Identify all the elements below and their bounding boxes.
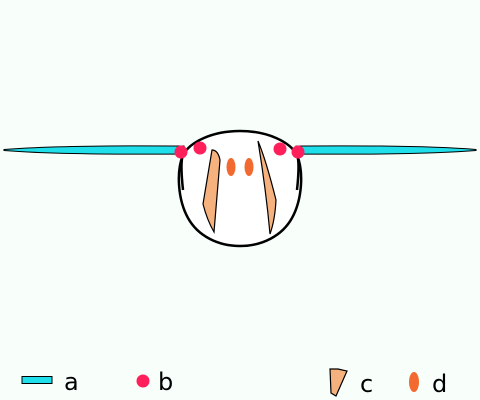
basal-body-dot-icon [136,374,150,388]
filament-wedge-icon [329,368,348,397]
cell-stub-left [180,154,185,191]
cilium-right [293,145,477,155]
filaments [202,140,277,235]
legend-label-a: a [64,368,79,396]
basal-body-2 [193,141,207,155]
nucleus-right [244,158,254,176]
legend-label-b: b [158,368,173,396]
cell-stub-right [295,154,300,191]
nuclei [226,158,254,176]
filament-right [257,140,277,235]
legend-item-b: b [136,368,173,396]
legend-label-c: c [360,370,373,398]
legend-item-a: a [21,368,79,396]
nucleus-oval-icon [409,372,419,392]
nucleus-left [226,158,236,176]
cilium-left [3,145,187,155]
basal-body-4 [291,145,305,159]
legend-label-d: d [432,370,447,398]
basal-bodies [174,141,305,159]
basal-body-1 [174,145,188,159]
filament-left [202,149,221,234]
legend-item-d: d [409,370,447,398]
cilium-bar-icon [21,376,53,384]
legend: a b c d [21,368,447,398]
basal-body-3 [273,142,287,156]
legend-item-c: c [329,368,373,398]
